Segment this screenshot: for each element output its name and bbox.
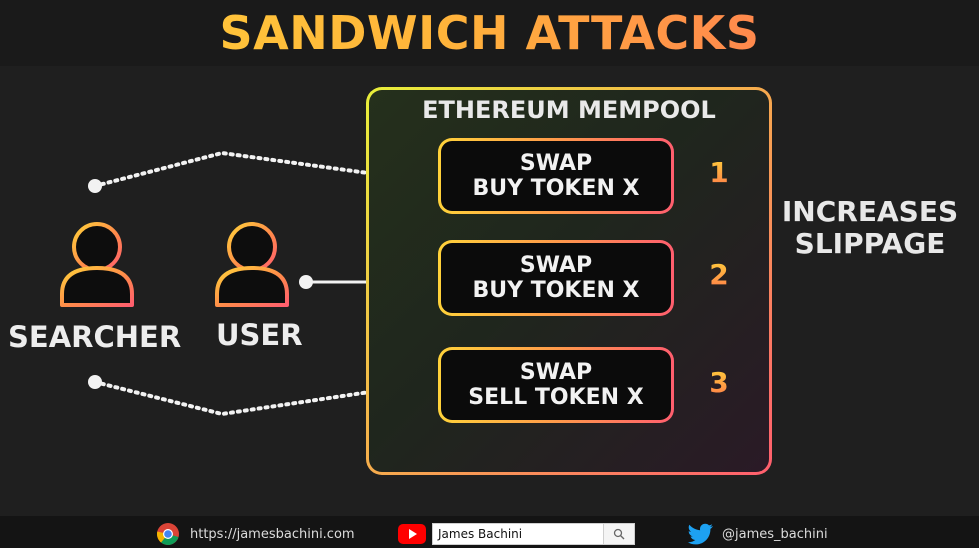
transaction-3-order: 3 [704, 366, 734, 399]
transaction-2-order: 2 [704, 258, 734, 291]
transaction-1-action: SWAP [519, 151, 593, 176]
footer-website[interactable]: https://jamesbachini.com [156, 522, 355, 546]
user-label: USER [216, 318, 303, 352]
transaction-1-detail: BUY TOKEN X [472, 176, 640, 201]
searcher-backrun-node [88, 375, 102, 389]
searcher-frontrun-line [93, 150, 399, 188]
youtube-search-button[interactable] [603, 524, 634, 544]
mempool-title: ETHEREUM MEMPOOL [422, 96, 716, 124]
title-band [0, 0, 979, 66]
searcher-backrun-line [93, 380, 405, 417]
twitter-bird-icon [687, 523, 713, 545]
transaction-3-detail: SELL TOKEN X [468, 385, 644, 410]
page-title: SANDWICH ATTACKS [0, 2, 979, 64]
searcher-frontrun-node [88, 179, 102, 193]
user-swap-node [299, 275, 313, 289]
searcher-label: SEARCHER [8, 320, 182, 354]
chrome-icon [157, 523, 179, 545]
transaction-1: SWAP BUY TOKEN X [438, 138, 674, 214]
transaction-2-action: SWAP [519, 253, 593, 278]
twitter-handle[interactable]: @james_bachini [722, 526, 828, 542]
footer-youtube: James Bachini [398, 522, 635, 546]
user-person-icon [215, 222, 289, 307]
slippage-note: INCREASES SLIPPAGE [770, 196, 970, 260]
searcher-person-icon [60, 222, 134, 307]
transaction-3: SWAP SELL TOKEN X [438, 347, 674, 423]
slippage-note-line1: INCREASES [781, 195, 959, 228]
transaction-3-action: SWAP [519, 360, 593, 385]
youtube-search-box[interactable]: James Bachini [432, 523, 635, 545]
transaction-2: SWAP BUY TOKEN X [438, 240, 674, 316]
slippage-note-line2: SLIPPAGE [794, 227, 946, 260]
search-icon [613, 528, 625, 540]
youtube-search-query[interactable]: James Bachini [438, 527, 523, 541]
transaction-2-detail: BUY TOKEN X [472, 278, 640, 303]
website-link[interactable]: https://jamesbachini.com [190, 526, 355, 542]
youtube-icon [398, 524, 426, 544]
transaction-1-order: 1 [704, 156, 734, 189]
footer-twitter[interactable]: @james_bachini [686, 522, 828, 546]
